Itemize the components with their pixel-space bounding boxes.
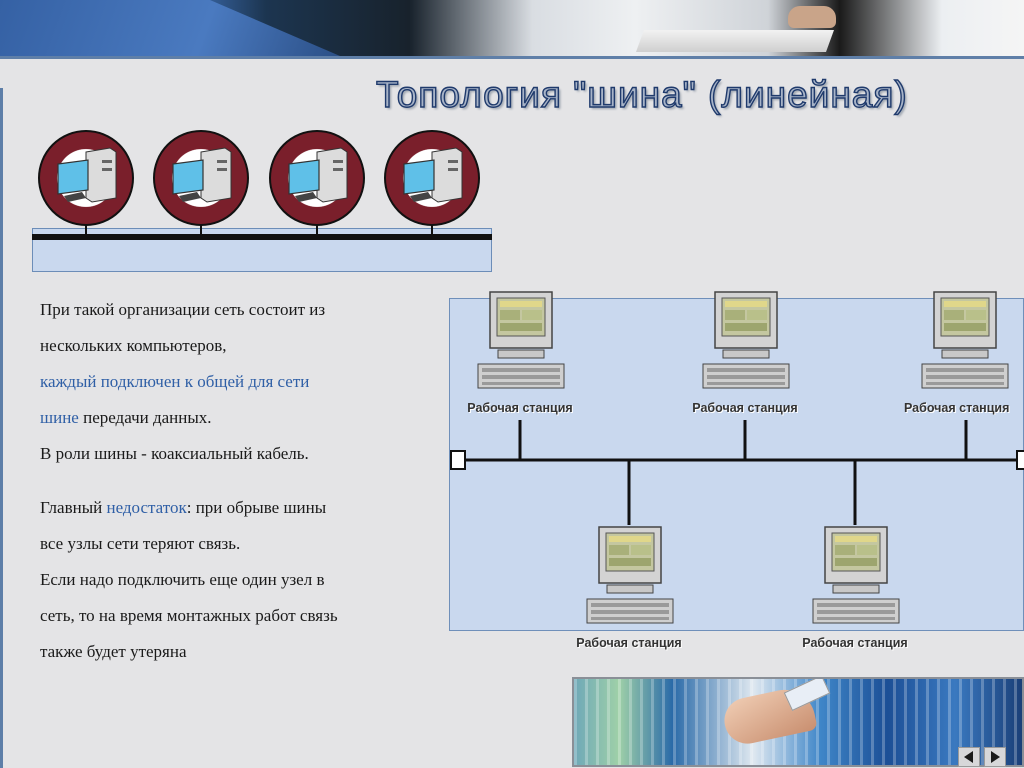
arrow-left-icon: [964, 751, 973, 763]
text-line: Если надо подключить еще один узел в: [40, 570, 325, 589]
workstation: Рабочая станция: [692, 290, 798, 415]
text-line: Главный недостаток: при обрыве шины: [40, 498, 327, 517]
workstation: Рабочая станция: [467, 290, 573, 415]
decorative-corner-image: [572, 677, 1024, 767]
text-line: В роли шины - коаксиальный кабель.: [40, 444, 309, 463]
left-border-line: [0, 88, 3, 768]
bus-line: [32, 234, 492, 240]
workstation-label: Рабочая станция: [904, 401, 1010, 415]
workstation: Рабочая станция: [904, 290, 1014, 415]
workstation-label: Рабочая станция: [467, 401, 573, 415]
arrow-right-icon: [991, 751, 1000, 763]
workstation-icon: [921, 291, 1009, 389]
slide-title: Топология "шина" (линейная): [375, 73, 908, 115]
workstation-label: Рабочая станция: [576, 636, 682, 650]
computer-icon: [38, 130, 134, 226]
text-line: шине передачи данных.: [40, 408, 212, 427]
computer-icon: [153, 130, 249, 226]
workstation: Рабочая станция: [802, 525, 908, 650]
text-line: сеть, то на время монтажных работ связь: [40, 606, 338, 625]
workstation-label: Рабочая станция: [692, 401, 798, 415]
next-slide-button[interactable]: [984, 747, 1006, 767]
workstation: Рабочая станция: [576, 525, 682, 650]
workstation-label: Рабочая станция: [802, 636, 908, 650]
text-line: все узлы сети теряют связь.: [40, 534, 241, 553]
computer-icon: [384, 130, 480, 226]
workstation-icon: [812, 526, 900, 624]
header-banner-image: [0, 0, 1024, 56]
workstation-icon: [702, 291, 790, 389]
computer-icon: [269, 130, 365, 226]
text-line: При такой организации сеть состоит из: [40, 300, 326, 319]
header-divider: [0, 56, 1024, 59]
bus-terminator-icon: [1016, 450, 1024, 470]
bus-terminator-icon: [450, 450, 466, 470]
workstation-icon: [477, 291, 565, 389]
text-line: также будет утеряна: [40, 642, 187, 661]
text-line: каждый подключен к общей для сети: [40, 372, 310, 391]
bus-topology-illustration: [30, 126, 493, 274]
prev-slide-button[interactable]: [958, 747, 980, 767]
workstation-icon: [586, 526, 674, 624]
text-line: нескольких компьютеров,: [40, 336, 227, 355]
slide-body-text: При такой организации сеть состоит из не…: [40, 292, 440, 670]
